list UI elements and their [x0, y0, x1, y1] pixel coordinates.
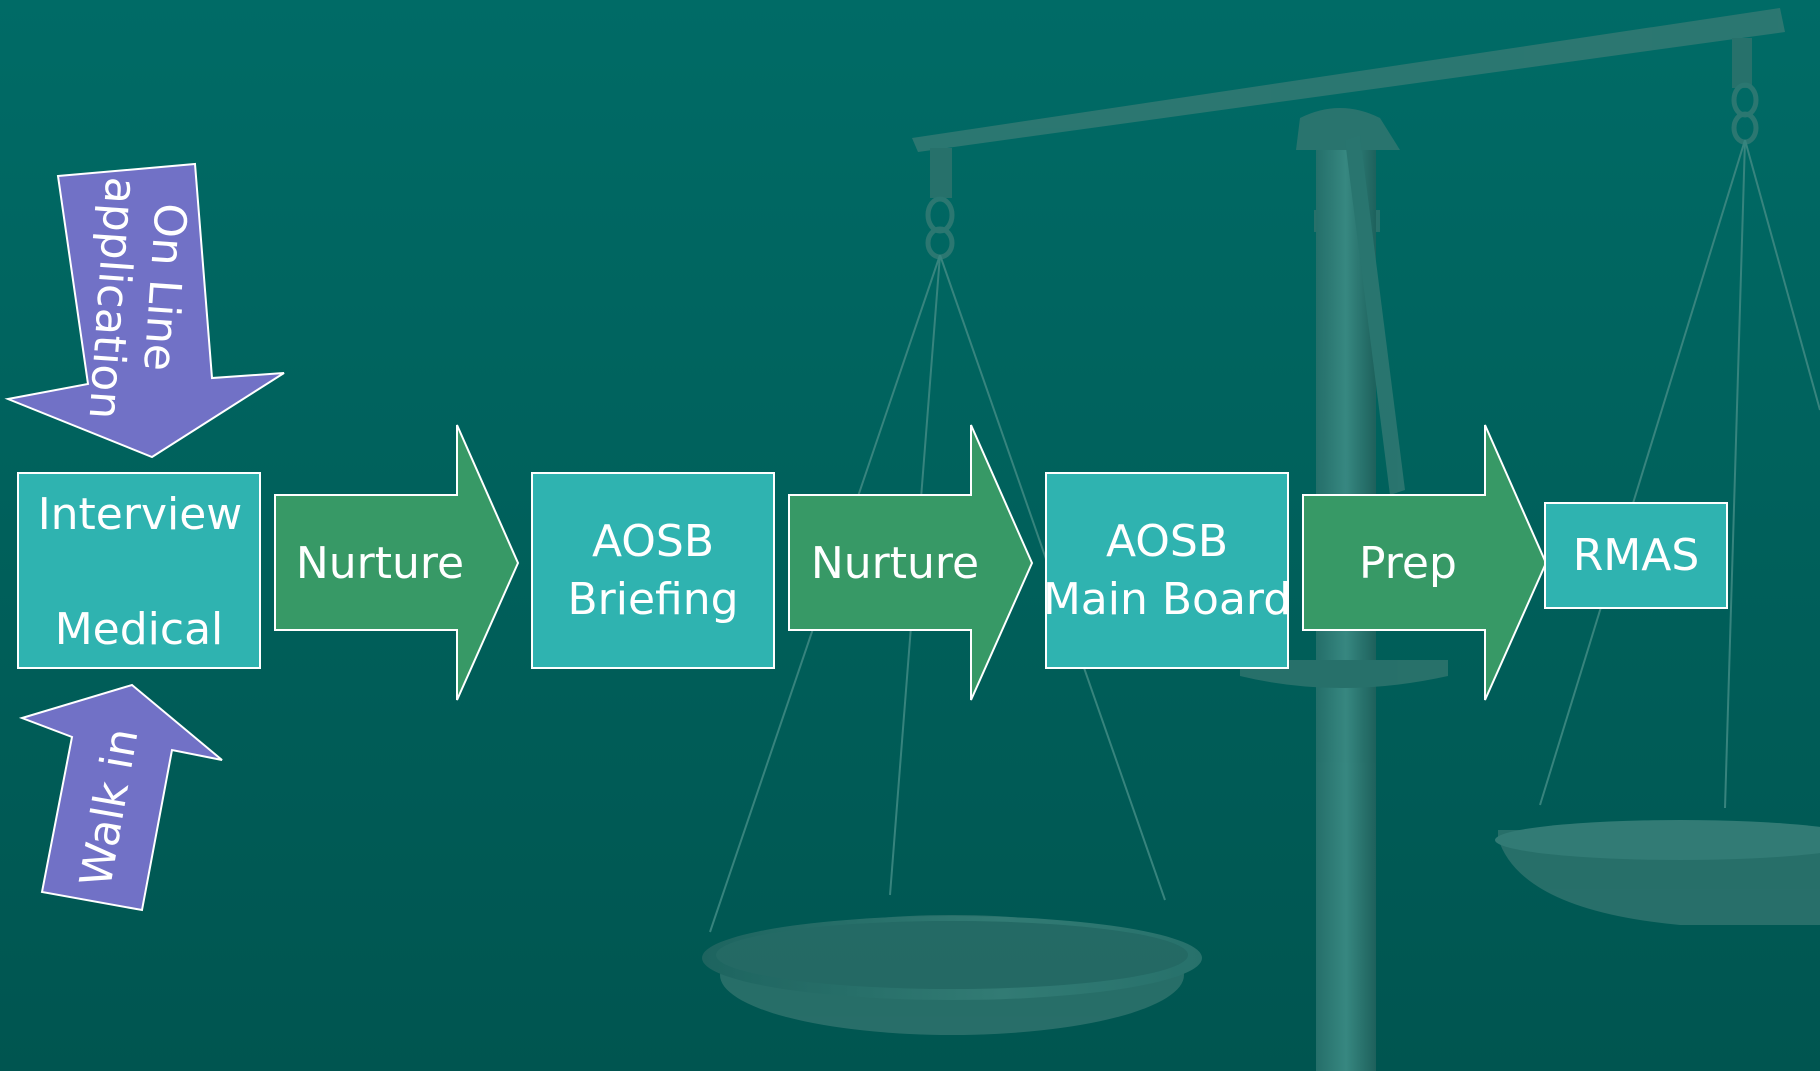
nurture-label-2: Nurture: [811, 538, 979, 589]
scale-left-pan-inner: [716, 921, 1188, 989]
prep-label: Prep: [1359, 538, 1457, 589]
rmas-box: RMAS: [1544, 502, 1728, 609]
interview-label: Interview: [38, 489, 243, 540]
scale-pivot-cap: [1296, 108, 1400, 150]
aosb-briefing-label-line1: AOSB: [592, 516, 714, 567]
scale-right-pan-rim: [1495, 820, 1820, 860]
rmas-label: RMAS: [1573, 530, 1700, 581]
walk-in-arrow: Walk in: [18, 683, 223, 912]
nurture-label-1: Nurture: [296, 538, 464, 589]
aosb-briefing-box: AOSB Briefing: [531, 472, 775, 669]
scale-left-hanger: [930, 148, 952, 198]
aosb-main-board-box: AOSB Main Board: [1043, 472, 1291, 669]
scale-beam: [912, 8, 1785, 152]
aosb-main-board-label-line1: AOSB: [1106, 516, 1228, 567]
scale-support-bar: [1345, 135, 1405, 495]
nurture-arrow-1: Nurture: [274, 424, 520, 701]
online-application-label-line1: On Line: [133, 201, 196, 372]
nurture-arrow-2: Nurture: [788, 424, 1034, 701]
interview-medical-box: Interview Medical: [17, 472, 261, 669]
online-application-arrow: On Line application: [4, 162, 285, 459]
aosb-main-board-label-line2: Main Board: [1043, 574, 1291, 625]
aosb-briefing-label-line2: Briefing: [567, 574, 738, 625]
scale-base-plate: [1240, 660, 1448, 688]
prep-arrow: Prep: [1302, 424, 1548, 701]
scale-right-hanger: [1732, 38, 1752, 88]
medical-label: Medical: [55, 604, 224, 655]
